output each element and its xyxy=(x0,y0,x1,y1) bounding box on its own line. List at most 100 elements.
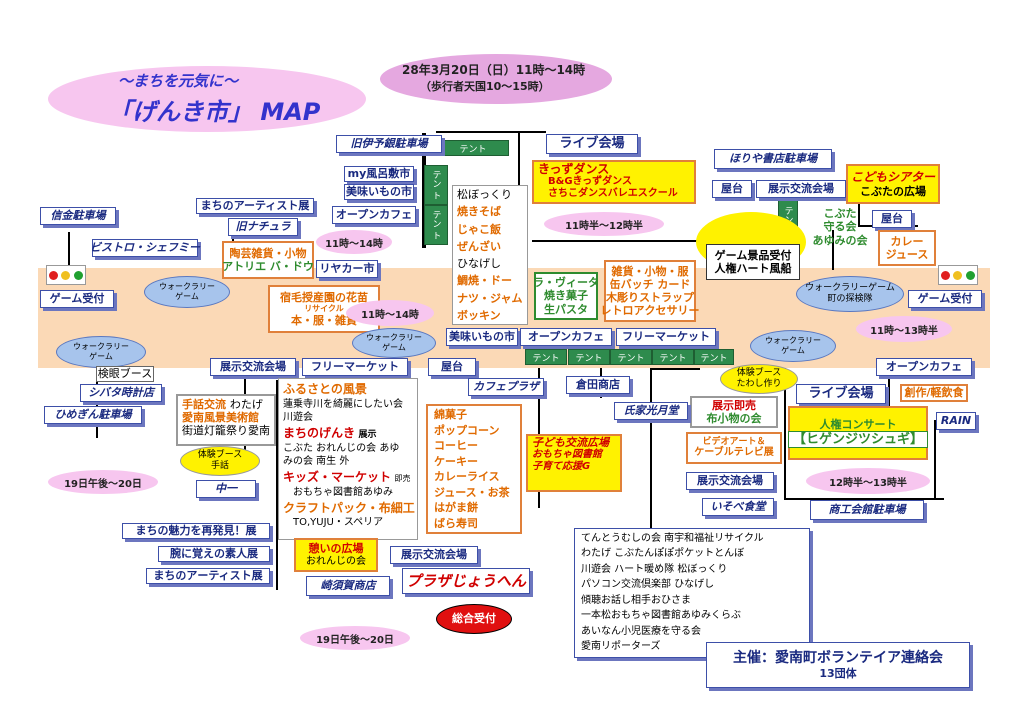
food-item: カレーライス xyxy=(434,470,500,484)
group-item: 愛南リポーターズ xyxy=(581,640,661,652)
oishii-market-top: 美味いもの市 xyxy=(344,184,414,200)
food-item: ジュース・お茶 xyxy=(434,485,510,499)
time-cloud: 12時半～13時半 xyxy=(806,468,930,494)
road-line xyxy=(650,368,652,528)
booth-subtitle: 人権ハート風船 xyxy=(714,262,792,275)
organizer-count: 13団体 xyxy=(819,666,857,680)
parking-himegin: ひめぎん駐車場 xyxy=(44,406,142,424)
game-prize-booth: ゲーム景品受付 人権ハート風船 xyxy=(706,244,800,280)
open-cafe-right: オープンカフェ xyxy=(876,358,972,376)
booth-title: 子ども交流広場 xyxy=(532,436,609,449)
booth-title: ふるさとの風景 xyxy=(283,382,367,396)
parking-shinkin: 信金駐車場 xyxy=(40,207,116,225)
sokubai-booth: 展示即売 布小物の会 xyxy=(690,396,778,428)
title-subtitle: ～まちを元気に～ xyxy=(118,72,239,90)
booth-title: 展示即売 xyxy=(712,398,756,412)
kyu-nachura-label: 旧ナチュラ xyxy=(228,218,298,236)
yatai-right: 屋台 xyxy=(872,210,912,228)
flea-market-left: フリーマーケット xyxy=(302,358,408,376)
group-item: わたげ こぶたんぽぽポケットとんぼ xyxy=(581,548,745,560)
walk-rally-town-ellipse: ウォークラリーゲーム 町の探検隊 xyxy=(796,276,904,312)
game-reception-right: ゲーム受付 xyxy=(908,290,982,308)
booth-subtitle: 本・服・雑貨 xyxy=(291,313,357,327)
kids-dance-booth: きっずダンス B&Gきっずダンス さちこダンスバレエスクール xyxy=(532,160,696,204)
road-line xyxy=(934,420,936,500)
exhibit-hall-left: 展示交流会場 xyxy=(210,358,296,376)
booth-tag: リサイクル xyxy=(304,304,344,314)
food-item: コーヒー xyxy=(434,439,478,453)
walk-rally-ellipse: ウォークラリー ゲーム xyxy=(352,328,436,358)
booth-line: 子育て応援G xyxy=(532,461,591,473)
tent: テント xyxy=(610,349,652,365)
food-item: じゃこ飯 xyxy=(457,222,501,236)
booth-title: 手話交流 xyxy=(182,398,226,411)
food-item: ポップコーン xyxy=(434,423,500,437)
group-item: 川遊会 ハート暖め隊 松ぼっくり xyxy=(581,563,728,575)
food-item: ナツ・ジャム xyxy=(457,291,523,305)
game-reception-left: ゲーム受付 xyxy=(40,290,114,308)
food-item: 焼きそば xyxy=(457,205,501,219)
booth-line: まちのげんき 展示 xyxy=(283,425,377,442)
road-line xyxy=(436,131,546,133)
misuga-shop: 崎須賀商店 xyxy=(306,576,390,596)
road-line xyxy=(96,368,98,438)
booth-title: まちのげんき xyxy=(283,426,356,441)
ude-exhibit: 腕に覚えの素人展 xyxy=(158,546,270,562)
booth-title: キッズ・マーケット xyxy=(283,470,392,485)
time-cloud: 11時～14時 xyxy=(346,300,434,326)
red-light-icon xyxy=(48,270,58,280)
ujiemitsu-shop: 氏家光月堂 xyxy=(614,402,688,420)
time-cloud: 19日午後～20日 xyxy=(300,626,410,650)
plaza-jouhen: プラザじょうへん xyxy=(402,568,530,594)
booth-line: キッズ・マーケット 即売 xyxy=(283,469,411,486)
tent: テント xyxy=(568,349,610,365)
green-light-icon xyxy=(74,270,84,280)
ikoi-plaza-booth: 憩いの広場 おれんじの会 xyxy=(294,538,378,572)
booth-line: クラフトパック・布細工 xyxy=(283,500,415,515)
booth-title: 陶芸雑貨・小物 xyxy=(229,246,307,260)
exhibit-hall-small: 展示交流会場 xyxy=(390,546,478,564)
road-line xyxy=(832,230,834,270)
parking-horiya: ほりや書店駐車場 xyxy=(714,149,832,169)
booth-line: ケーブルテレビ展 xyxy=(694,447,774,459)
group-line: 守る会 xyxy=(823,220,857,234)
walk-rally-ellipse: ウォークラリー ゲーム xyxy=(56,336,146,368)
booth-title: こどもシアター xyxy=(850,170,935,185)
road-line xyxy=(858,185,860,225)
food-item: 松ぼっくり xyxy=(457,188,512,201)
sousaku-booth: 創作/軽飲食 xyxy=(900,384,968,402)
booth-line: おもちゃ図書館あゆみ xyxy=(293,486,393,498)
traffic-light-icon xyxy=(938,265,978,285)
rain-label: RAIN xyxy=(936,412,976,430)
booth-line: レトロアクセサリー xyxy=(600,304,700,318)
taiken-shuwa-ellipse: 体験ブース 手話 xyxy=(180,446,260,476)
booth-line: B&Gきっずダンス xyxy=(548,176,632,188)
food-item: ひなげし xyxy=(457,257,501,270)
yellow-light-icon xyxy=(953,270,963,280)
green-light-icon xyxy=(966,270,976,280)
booth-line: 布小物の会 xyxy=(706,412,762,425)
jinken-concert-booth: 人権コンサート 【ヒゲンジツシュギ】 xyxy=(788,406,929,460)
road-line xyxy=(784,368,786,498)
tent: テント xyxy=(652,349,694,365)
road-line xyxy=(650,368,700,370)
traffic-light-icon xyxy=(46,265,86,285)
shuwa-booth: 手話交流 わたげ 愛南風景美術館 街道灯籠祭り愛南 xyxy=(176,394,276,446)
time-cloud: 11時～13時半 xyxy=(856,316,952,342)
group-item: 一本松おもちゃ図書館あゆみくらぶ xyxy=(581,610,741,622)
booth-line: 生パスタ xyxy=(544,302,588,316)
exhibit-hall-bottom: 展示交流会場 xyxy=(686,472,774,490)
booth-line: 缶バッチ カード xyxy=(609,277,691,291)
group-line: こぶた xyxy=(823,207,857,221)
organizer-name: 主催：愛南町ボランテイア連絡会 xyxy=(733,650,943,666)
food-list: 松ぼっくり 焼きそば じゃこ飯 ぜんざい ひなげし 鯛焼・ドー ナツ・ジャム ボ… xyxy=(452,185,528,325)
artist-exhibit-top: まちのアーティスト展 xyxy=(196,198,314,214)
artist-exhibit-bottom: まちのアーティスト展 xyxy=(146,568,270,584)
shibata-clock: シバタ時計店 xyxy=(80,384,162,402)
isobe-diner: いそべ食堂 xyxy=(702,498,774,516)
booth-title: ラ・ヴィータ xyxy=(533,276,599,290)
pedestrian-hours: （歩行者天国10～15時） xyxy=(420,80,550,93)
organizer-box: 主催：愛南町ボランテイア連絡会 13団体 xyxy=(706,642,970,688)
kenmin-booth: 検眼ブース xyxy=(96,366,154,382)
oishii-market-mid: 美味いもの市 xyxy=(446,328,518,346)
